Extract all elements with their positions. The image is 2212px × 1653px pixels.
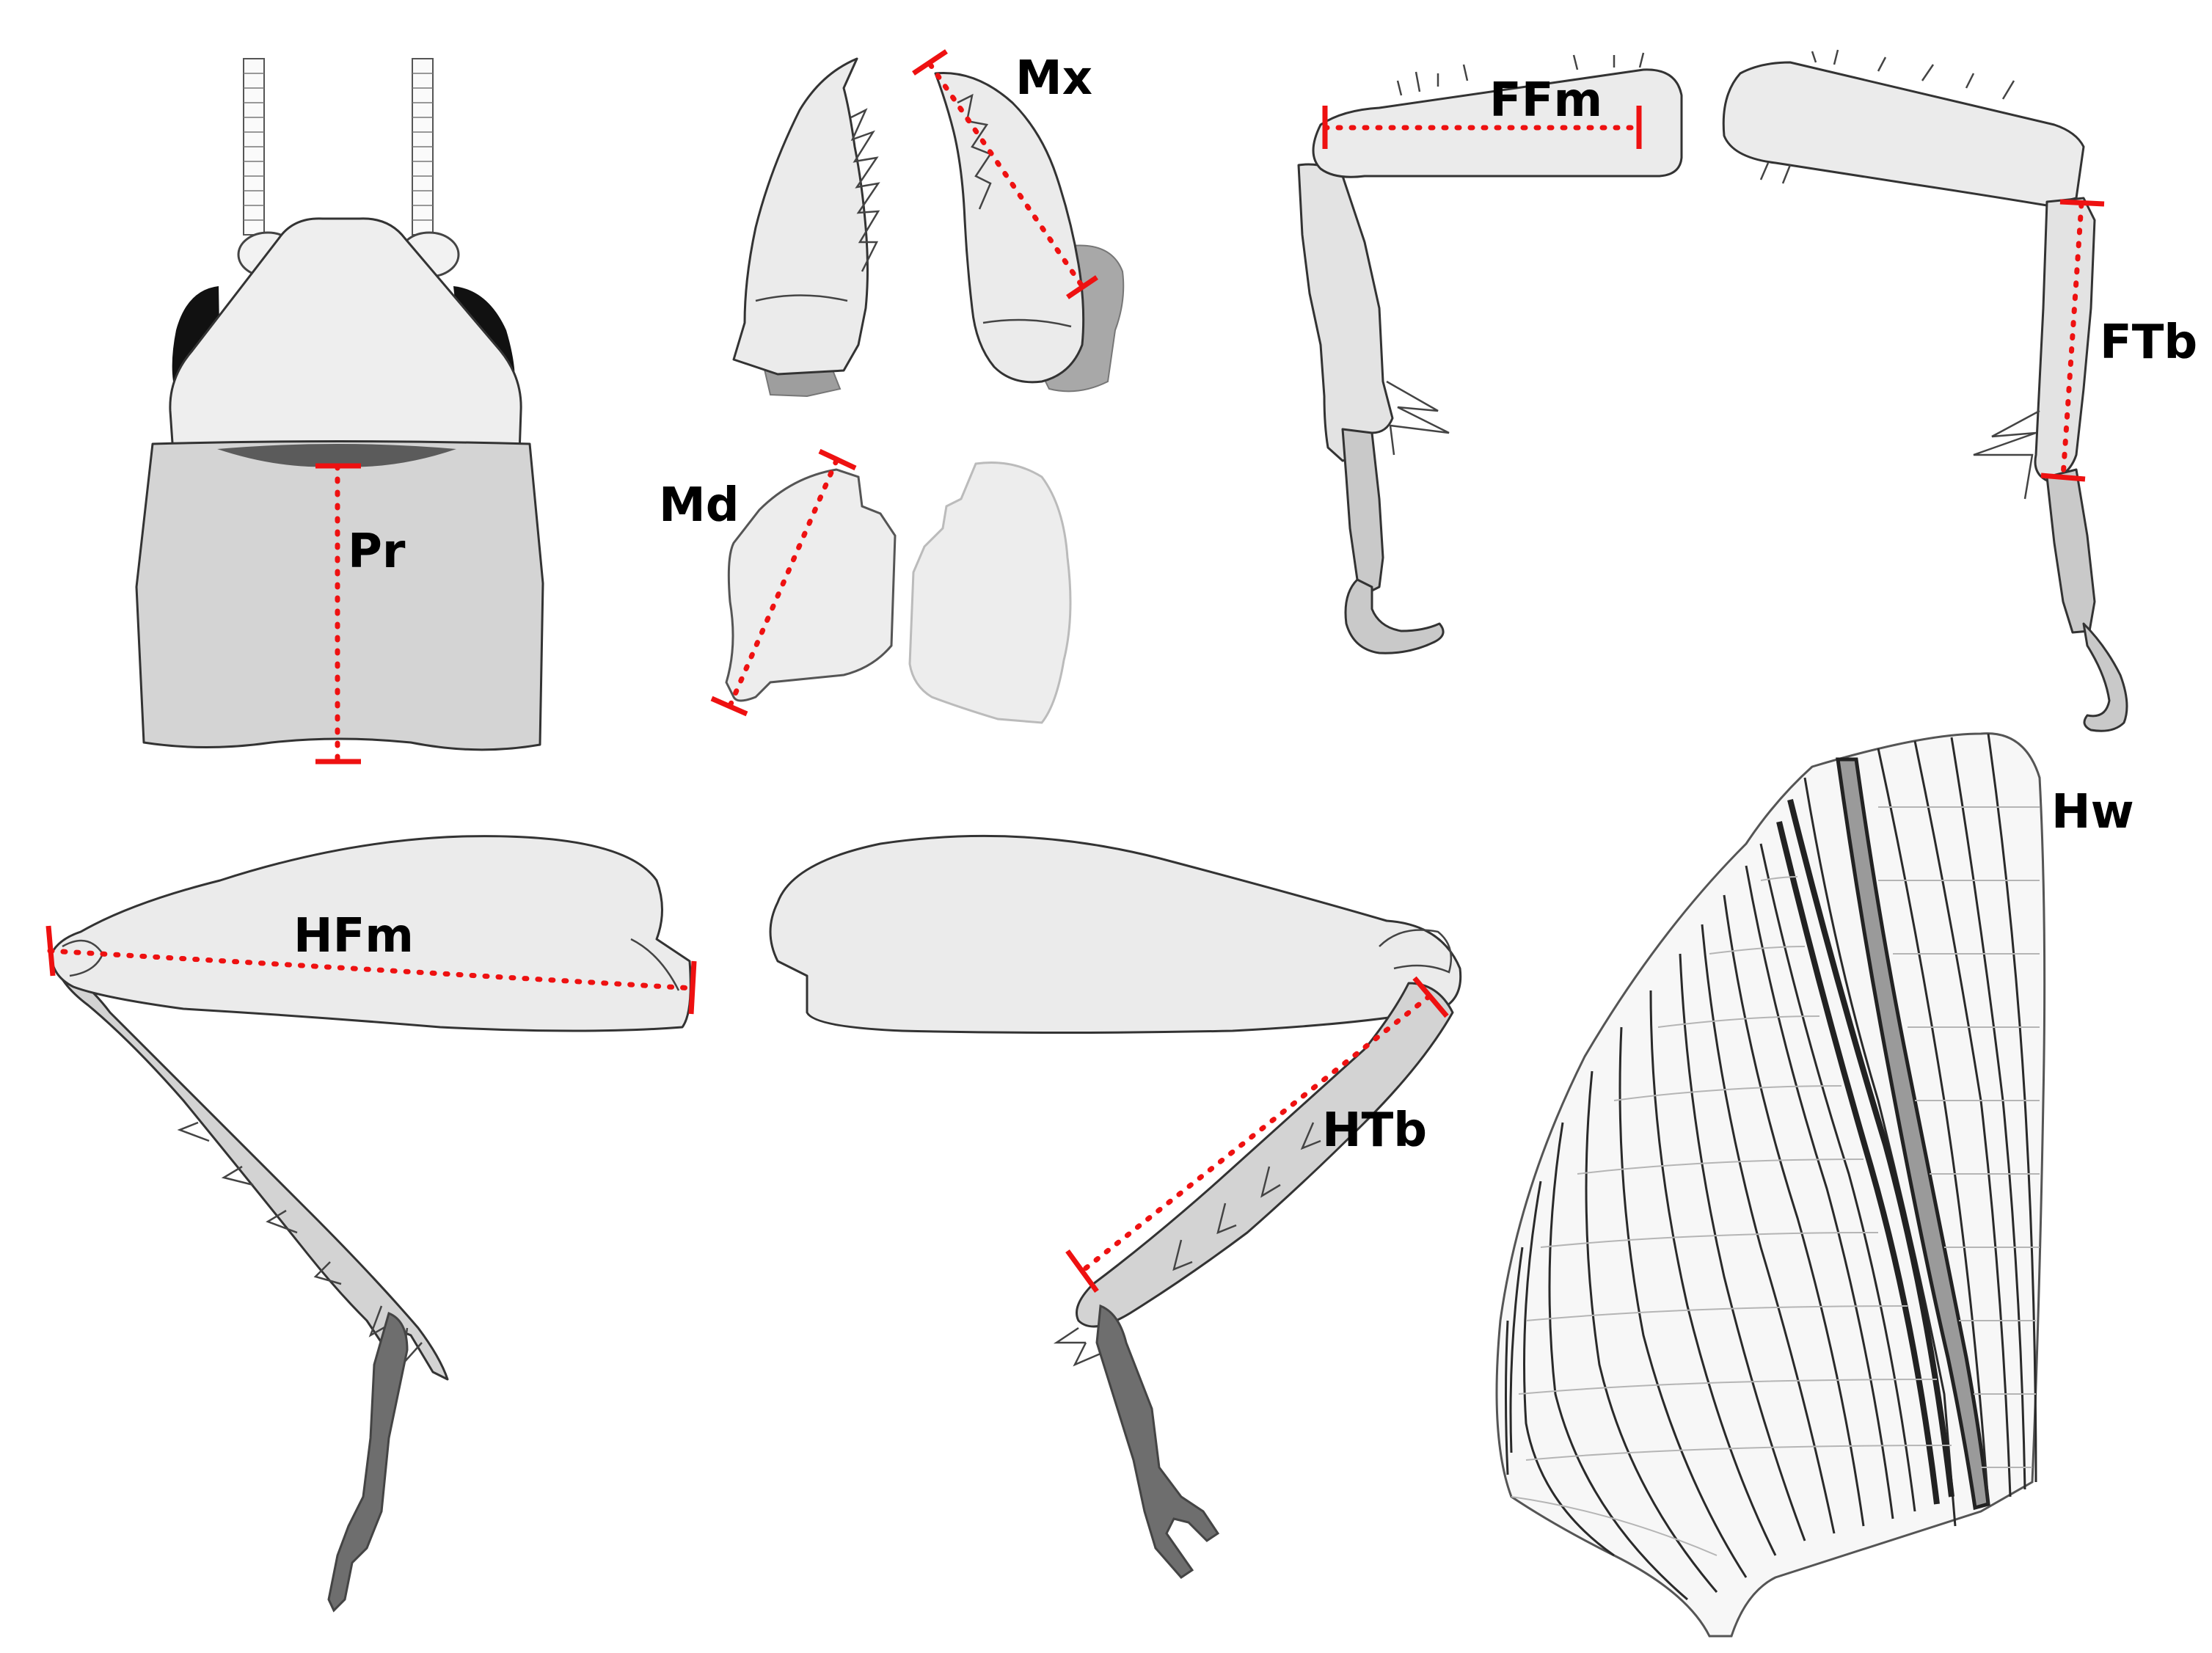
fore-claw-left [1344, 578, 1445, 654]
pronotum [135, 440, 544, 751]
fore-tibia-right-spurs [1973, 409, 2040, 500]
fore-tibia-tick-a [2059, 199, 2105, 207]
fore-tarsus-left [1341, 428, 1384, 596]
mandible-tick-b [710, 696, 748, 717]
mandible-label: Md [659, 478, 740, 533]
hind-femur-left [50, 835, 692, 1032]
hind-femur-right-knee [1379, 929, 1453, 974]
maxilla-right [934, 72, 1085, 384]
hind-tibia-left-spines [177, 1121, 423, 1368]
fore-tibia-right [2034, 197, 2096, 482]
hind-wing-membrane [1495, 732, 2046, 1638]
fore-tibia-left-spurs [1386, 380, 1450, 456]
fore-tibia-label: FTb [2100, 315, 2197, 370]
hind-wing-label: Hw [2051, 785, 2134, 839]
maxilla-length-line [927, 62, 1085, 289]
hind-tibia-right-spines [1053, 1122, 1321, 1367]
head-capsule [169, 217, 522, 455]
mandible-right [908, 461, 1072, 724]
fore-tibia-length-line [2060, 201, 2084, 480]
pronotum-anterior-band [217, 444, 456, 467]
fore-leg-panel: FFm FTb [1297, 49, 2197, 732]
mandible-tick-a [818, 448, 857, 471]
fore-femur-label: FFm [1489, 73, 1602, 128]
maxilla-left-seg [755, 294, 848, 302]
antenna-left [243, 58, 265, 236]
maxilla-label: Mx [1015, 51, 1092, 106]
hind-tibia-label: HTb [1322, 1103, 1427, 1158]
maxilla-left-teeth [850, 108, 880, 272]
maxilla-tick-a [912, 49, 948, 76]
hind-femur-tick-a [45, 925, 56, 977]
mandible-panel: Md [659, 448, 1072, 724]
hind-tibia-tick-a [1412, 976, 1449, 1018]
fore-tibia-tick-b [2040, 472, 2086, 482]
mandible-left [725, 468, 897, 702]
fore-femur-left-bristles [1396, 52, 1645, 96]
maxilla-tick-b [1066, 275, 1098, 299]
maxilla-left [732, 57, 869, 376]
maxilla-panel: Mx [732, 49, 1125, 398]
hind-tarsus-right [1095, 1304, 1220, 1579]
head-pronotum-panel: Pr [135, 58, 544, 765]
fore-tarsus-right [2045, 468, 2096, 634]
fore-femur-right [1722, 61, 2085, 207]
hind-femur-tick-b [688, 960, 697, 1015]
pronotum-label: Pr [348, 525, 406, 579]
hind-femur-label: HFm [293, 909, 414, 963]
hind-wing-crossveins [1511, 806, 2040, 1556]
antenna-right [412, 58, 434, 236]
fore-claw-right [2082, 622, 2128, 732]
maxilla-right-seg [982, 318, 1072, 328]
maxilla-right-teeth [957, 93, 992, 210]
hind-femur-right [769, 834, 1462, 1034]
hind-wing-panel: Hw [1495, 732, 2134, 1638]
hind-tarsus-left [327, 1311, 409, 1613]
hind-tibia-tick-b [1065, 1249, 1099, 1293]
hind-leg-panel: HFm HTb [45, 834, 1462, 1613]
fore-femur-right-bristles [1759, 49, 2015, 184]
fore-tibia-left [1297, 163, 1394, 462]
mandible-length-line [727, 458, 839, 709]
fore-femur-left [1312, 68, 1683, 178]
hind-femur-length-line [47, 948, 696, 991]
